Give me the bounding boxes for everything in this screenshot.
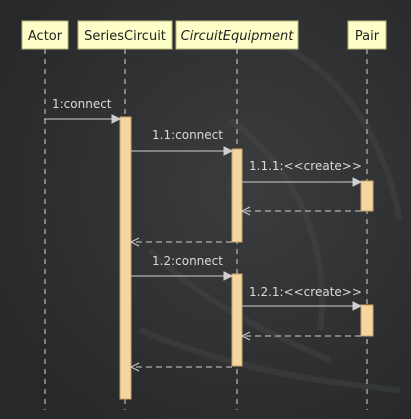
message-arrowhead-3 (352, 177, 363, 187)
return-arrowhead-5 (129, 237, 140, 247)
messages: 1:connect 1.1:connect 1.1.1:<<create>> 1.2:… (44, 97, 363, 372)
message-label-6: 1.2:connect (152, 254, 223, 268)
activation-bar-equip-1 (231, 148, 243, 243)
participant-box-actor (21, 20, 69, 50)
participant-label-equip: CircuitEquipment (181, 29, 295, 44)
message-arrowhead-7 (352, 301, 363, 311)
participant-label-pair: Pair (355, 29, 380, 44)
participant-box-series (77, 20, 173, 50)
activation-bar-pair-2 (360, 304, 374, 337)
participant-label-actor: Actor (28, 29, 63, 44)
participant-heads: Actor SeriesCircuit CircuitEquipment Pair (21, 20, 387, 50)
return-arrowhead-9 (129, 362, 140, 372)
activation-bars (119, 116, 374, 400)
message-label-3: 1.1.1:<<create>> (249, 159, 362, 173)
message-arrowhead-2 (223, 146, 234, 156)
activation-bar-pair-1 (360, 180, 374, 212)
message-arrowhead-1 (111, 114, 122, 124)
participant-box-equip (175, 20, 299, 50)
participant-label-series: SeriesCircuit (84, 29, 166, 44)
message-arrowhead-6 (223, 271, 234, 281)
participant-box-pair (347, 20, 387, 50)
message-label-7: 1.2.1:<<create>> (249, 285, 362, 299)
return-arrowhead-4 (240, 206, 251, 216)
activation-bar-series-1 (119, 116, 132, 400)
return-arrowhead-8 (240, 331, 251, 341)
activation-bar-equip-2 (231, 273, 243, 367)
message-label-1: 1:connect (52, 97, 112, 111)
message-label-2: 1.1:connect (152, 128, 223, 142)
